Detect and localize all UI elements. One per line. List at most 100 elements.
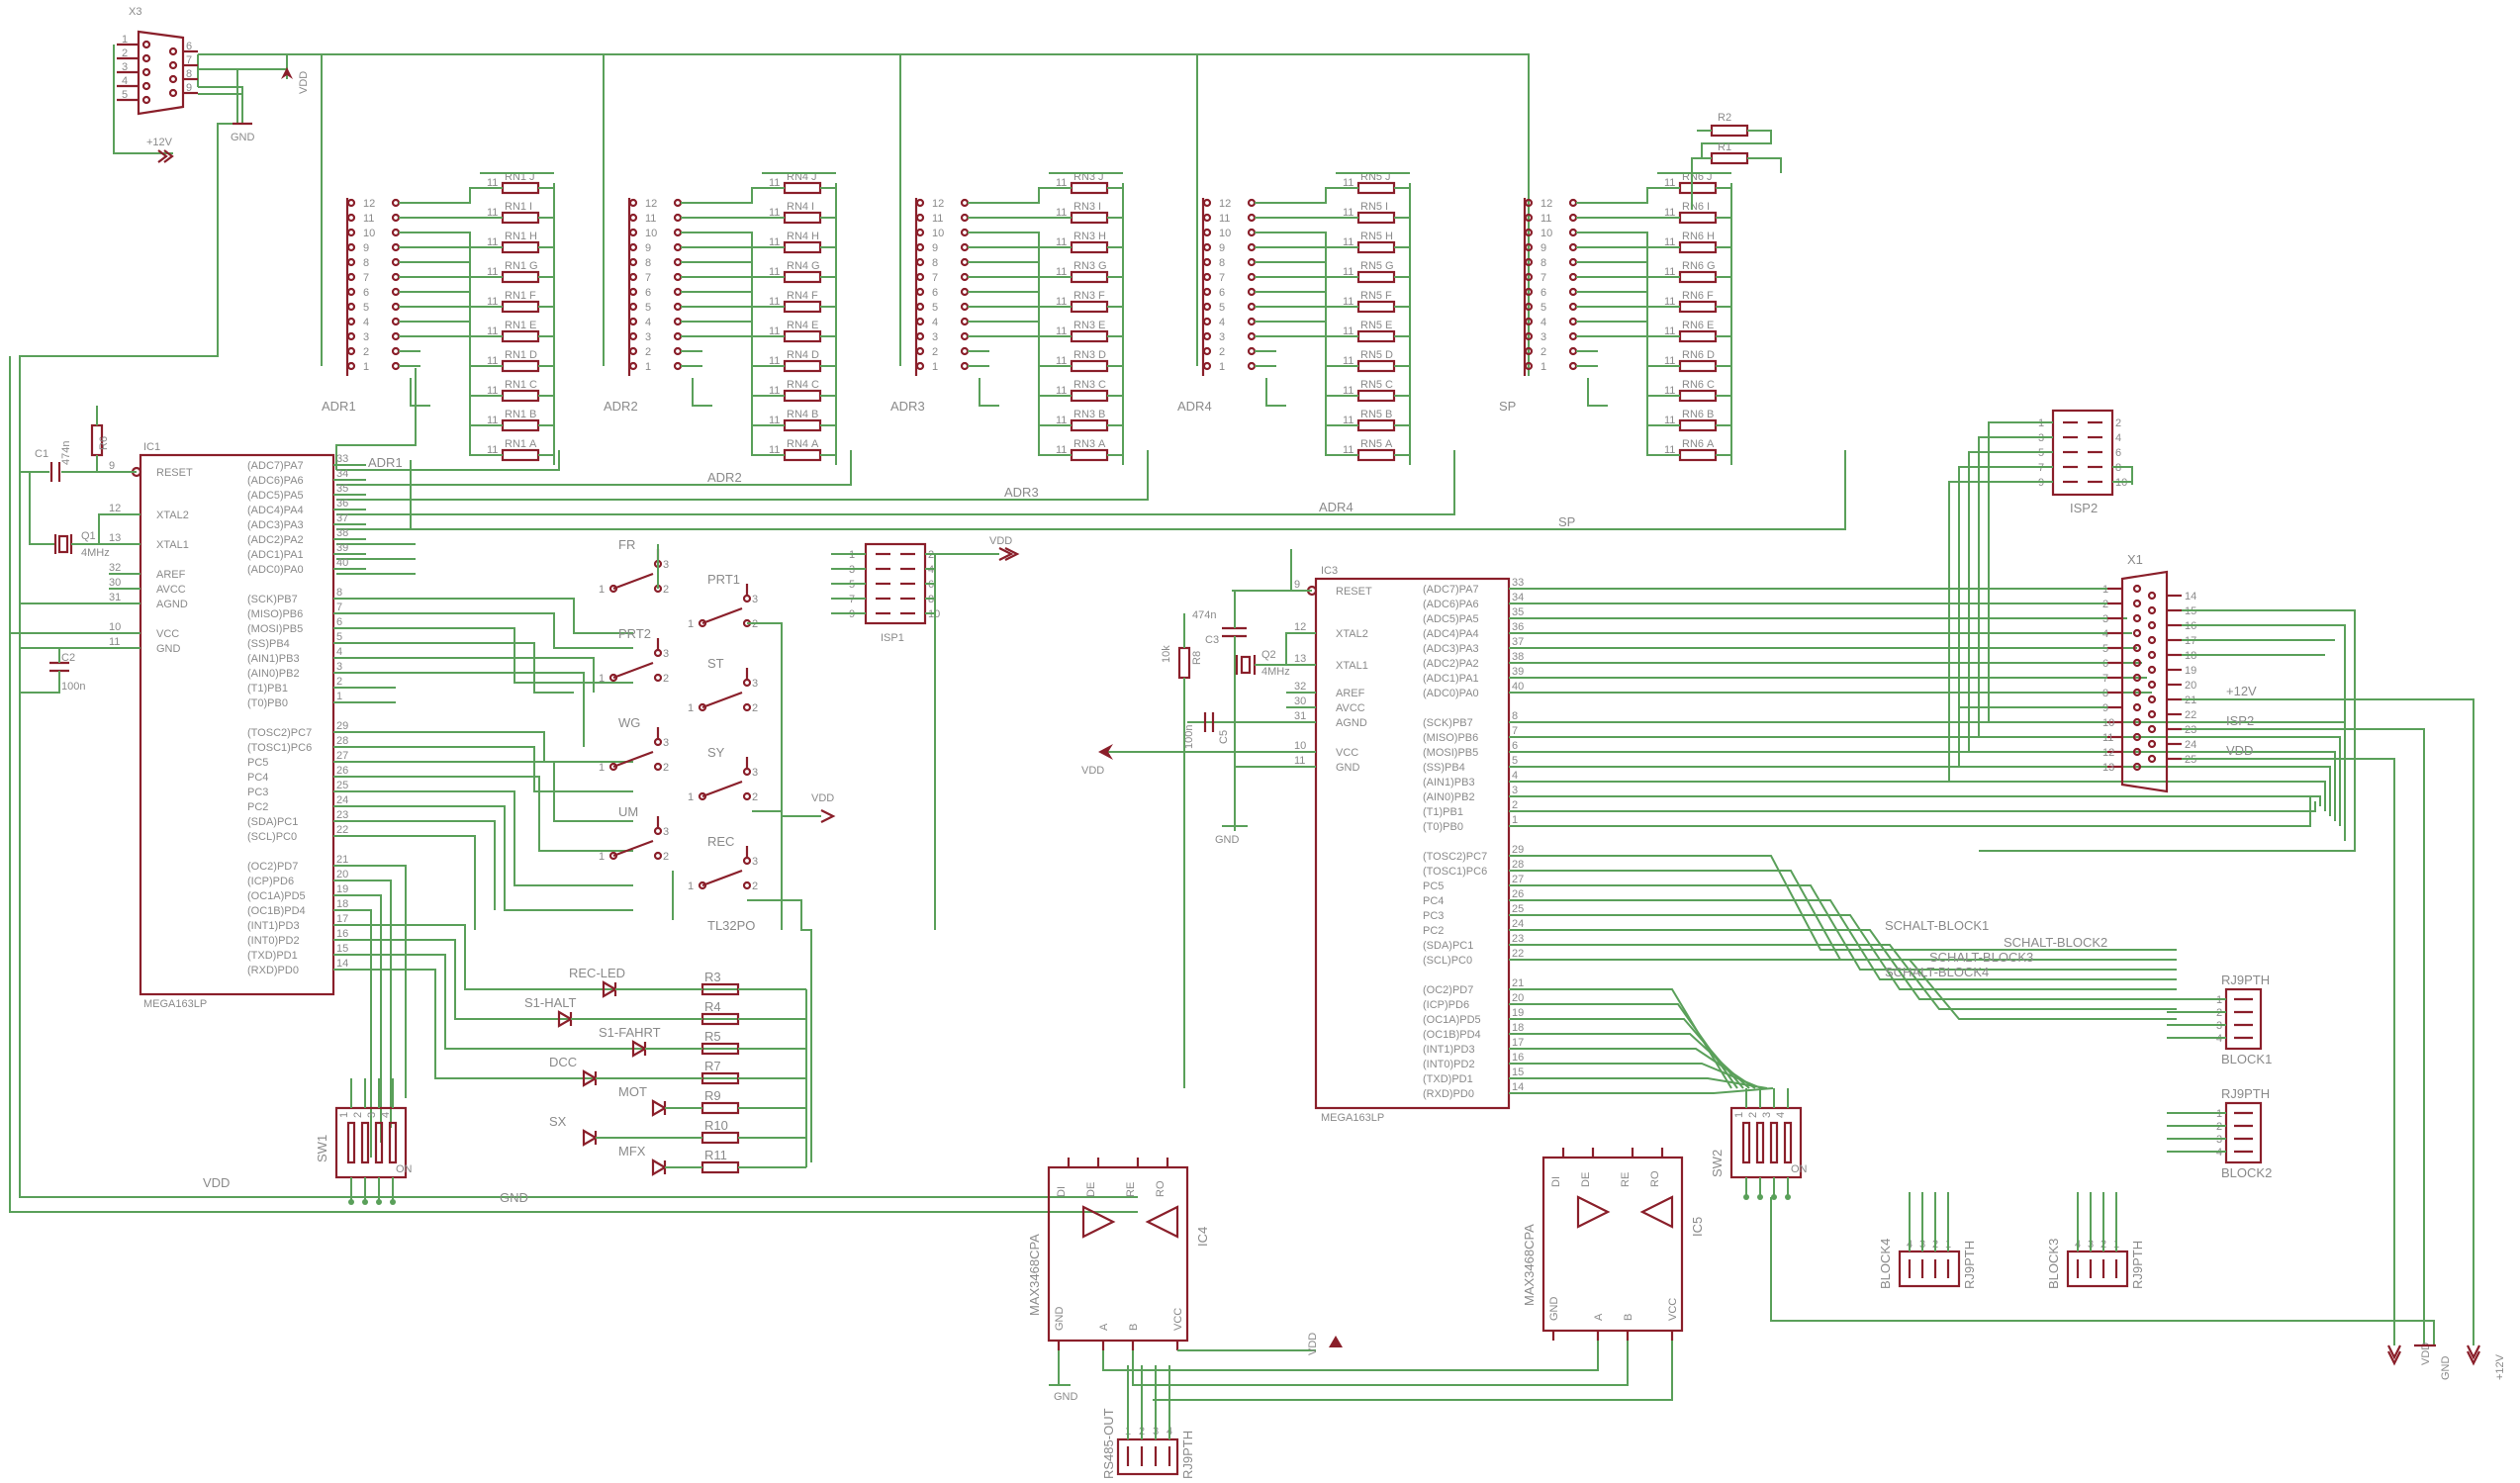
rs485-a-wire bbox=[1102, 1341, 1599, 1371]
header-pin-number: 1 bbox=[1219, 361, 1225, 373]
ic1-pin-label: PC4 bbox=[247, 772, 268, 784]
header-pin bbox=[1568, 361, 1578, 371]
isp2-wire bbox=[1978, 436, 2053, 737]
ic4-vdd-label: VDD bbox=[1307, 1333, 1319, 1355]
ic1-pin-number: 4 bbox=[336, 646, 342, 658]
ic1-pin-label: (ADC1)PA1 bbox=[247, 549, 304, 561]
header-pin bbox=[1202, 346, 1212, 356]
rn-pin-number: 11 bbox=[1664, 177, 1675, 189]
rn-pin-number: 11 bbox=[487, 385, 498, 397]
rs485-type: RJ9PTH bbox=[1180, 1431, 1195, 1479]
ic3-pin-label: (ADC7)PA7 bbox=[1423, 584, 1479, 596]
header-pin-number: 10 bbox=[645, 228, 657, 239]
rn-link-wire bbox=[420, 232, 480, 248]
header-pin bbox=[1202, 272, 1212, 282]
rn-suffix: I bbox=[1385, 201, 1388, 213]
max-pin-label: B bbox=[1623, 1314, 1634, 1321]
ic3-vdd: VDD bbox=[1081, 765, 1104, 777]
ic3-pb-wire bbox=[1509, 751, 2336, 821]
header-pin bbox=[1202, 213, 1212, 223]
header-pin bbox=[673, 361, 683, 371]
ic1-pin-number: 27 bbox=[336, 750, 348, 762]
plus12-arrow bbox=[2467, 1350, 2480, 1366]
ic1-signal-wire bbox=[366, 731, 633, 763]
header-pin-number: 8 bbox=[932, 257, 938, 269]
ic3-pin-label: (SCL)PC0 bbox=[1423, 955, 1472, 967]
switch-pin-number: 1 bbox=[599, 584, 605, 596]
ic3-pc-wire bbox=[1509, 855, 2177, 951]
x1-pin-hole bbox=[2132, 762, 2142, 772]
header-pin-number: 9 bbox=[1219, 242, 1225, 254]
rn-link-wire bbox=[989, 335, 1049, 456]
q2-label: Q2 bbox=[1261, 649, 1276, 661]
rn-resistor bbox=[1070, 359, 1109, 373]
header-ground-wire bbox=[1587, 378, 1608, 407]
vdd-arrow bbox=[1004, 547, 1020, 561]
rn-label: RN1 bbox=[505, 290, 526, 302]
header-pin bbox=[391, 198, 401, 208]
ic3-support-parts: 474n C3 10k R8 Q2 4MHz 100n C5 GND VDD bbox=[1081, 549, 1316, 1088]
rn-label: RN5 bbox=[1360, 438, 1382, 450]
ic3-pb-wire bbox=[1509, 781, 2326, 811]
rn-label: RN6 bbox=[1682, 409, 1704, 420]
header-pin-number: 7 bbox=[645, 272, 651, 284]
rn-suffix: C bbox=[1385, 379, 1393, 391]
rn-pin-number: 11 bbox=[769, 177, 780, 189]
switch-contact bbox=[742, 767, 752, 777]
switch-pin-number: 2 bbox=[663, 673, 669, 685]
rn-label: RN5 bbox=[1360, 379, 1382, 391]
ic3-pb-wire bbox=[1509, 736, 2341, 826]
header-pin bbox=[1247, 198, 1257, 208]
ic1-signal-wire bbox=[366, 954, 792, 1050]
x1-wire bbox=[1979, 609, 2356, 852]
rn-pin-number: 11 bbox=[1056, 266, 1067, 278]
ic3-pin-label: (ADC0)PA0 bbox=[1423, 688, 1479, 699]
switch-blade bbox=[612, 661, 654, 680]
ic1-pin-number: 3 bbox=[336, 661, 342, 673]
rn-pin-number: 11 bbox=[1343, 325, 1353, 337]
driver-triangle bbox=[1576, 1195, 1611, 1229]
rn-pin-number: 11 bbox=[769, 325, 780, 337]
header-pin bbox=[391, 331, 401, 341]
ic3-pin-label: (OC1A)PD5 bbox=[1423, 1014, 1481, 1026]
header-pin bbox=[1568, 272, 1578, 282]
header-pin bbox=[391, 213, 401, 223]
rn-label: RN3 bbox=[1073, 349, 1095, 361]
x3-plus12-arrow bbox=[157, 149, 168, 163]
isp2-name: ISP2 bbox=[2070, 501, 2098, 515]
header-pin bbox=[346, 287, 356, 297]
x1-pin-number: 12 bbox=[2102, 747, 2114, 759]
ic1-pin-label: (ICP)PD6 bbox=[247, 876, 294, 887]
ic5-name: IC5 bbox=[1690, 1217, 1705, 1237]
block-type: RJ9PTH bbox=[1962, 1241, 1977, 1289]
rn-pin-number: 11 bbox=[1056, 325, 1067, 337]
x3-pin-number: 2 bbox=[122, 47, 128, 59]
x1-pin-hole bbox=[2132, 702, 2142, 712]
header-pin-number: 7 bbox=[1540, 272, 1546, 284]
max-pin-label: RO bbox=[1155, 1180, 1167, 1197]
switch-pin-number: 3 bbox=[752, 594, 758, 605]
rn-pin-number: 11 bbox=[1664, 444, 1675, 456]
header-pin bbox=[1568, 302, 1578, 312]
header-pin bbox=[915, 287, 925, 297]
rn-pin-number: 11 bbox=[1343, 266, 1353, 278]
c5-value: 100n bbox=[1183, 725, 1195, 749]
rn-label: RN3 bbox=[1073, 320, 1095, 331]
rn-resistor bbox=[501, 418, 540, 432]
ic3-pin-label: (ADC2)PA2 bbox=[1423, 658, 1479, 670]
header-pin bbox=[1247, 361, 1257, 371]
max-pin-label: DI bbox=[1550, 1176, 1562, 1187]
switch-contact bbox=[698, 881, 707, 890]
switch-pin-number: 2 bbox=[663, 762, 669, 774]
ic3-pin-label: (SCK)PB7 bbox=[1423, 717, 1473, 729]
ic1-pin-label: AGND bbox=[156, 599, 188, 610]
rn-pin-number: 11 bbox=[769, 415, 780, 426]
ic1-pin-label: PC3 bbox=[247, 787, 268, 798]
ic3-pin-label: (OC2)PD7 bbox=[1423, 984, 1473, 996]
ic3-pb-wire bbox=[1509, 721, 2346, 831]
connector-x1: 1234567891011121314151617181920212223242… bbox=[1959, 552, 2474, 1345]
